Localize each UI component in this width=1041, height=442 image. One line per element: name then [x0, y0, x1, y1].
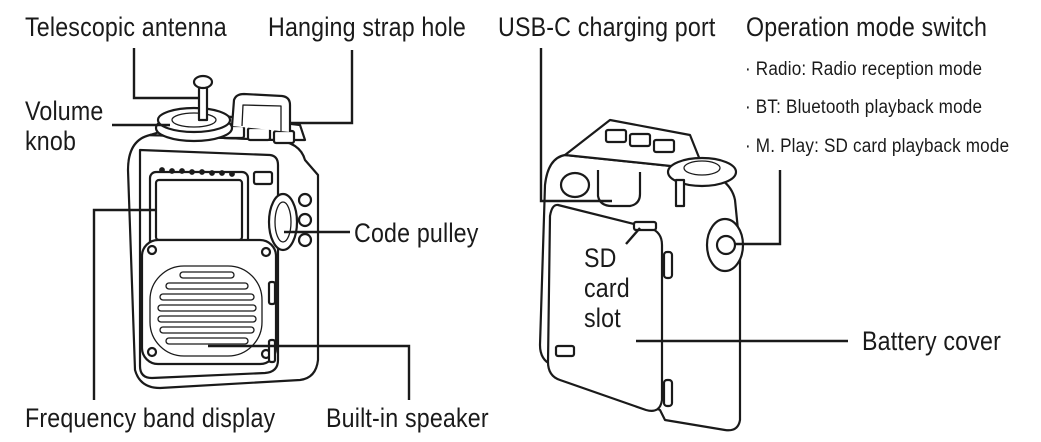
leader-lines [92, 48, 848, 400]
top-button [604, 128, 628, 144]
side-control [297, 192, 313, 208]
indicator-dot [209, 170, 215, 176]
label-hanging-strap-hole: Hanging strap hole [268, 12, 467, 42]
label-sd-card-slot-line3: slot [584, 303, 621, 333]
top-button [652, 138, 676, 154]
rear-x-knob [559, 171, 591, 199]
speaker-slot [165, 337, 249, 345]
indicator-dot [189, 169, 195, 175]
side-port [267, 280, 277, 306]
mode-switch-center [715, 234, 737, 256]
leader-sd-card-slot [625, 227, 641, 245]
antenna-tip [192, 74, 214, 90]
speaker-slot [159, 326, 255, 334]
side-port [662, 378, 674, 408]
label-sd-card-slot-line2: card [584, 273, 630, 303]
leader-built-in-speaker [208, 344, 411, 400]
mode-option-sd-card: · M. Play: SD card playback mode [745, 136, 1010, 157]
display-screen [154, 178, 244, 242]
antenna-stem [197, 84, 209, 122]
leader-telescopic-antenna [132, 48, 198, 100]
leader-hanging-strap-hole [290, 50, 354, 125]
label-telescopic-antenna: Telescopic antenna [25, 12, 227, 42]
label-frequency-band-display: Frequency band display [25, 403, 276, 433]
speaker-slot [159, 293, 255, 301]
side-port [267, 338, 277, 364]
label-sd-card-slot-line1: SD [584, 243, 617, 273]
volume-knob-ring [171, 112, 217, 128]
indicator-dot [229, 171, 235, 177]
radio-front-view [126, 74, 320, 390]
top-button [628, 132, 652, 148]
rear-antenna [674, 178, 686, 208]
battery-cover-panel [546, 203, 664, 412]
leader-operation-mode-switch [734, 170, 782, 246]
side-port [662, 250, 674, 280]
leader-frequency-band-display [92, 208, 156, 400]
indicator-dot [219, 170, 225, 176]
strap-loop-inner [241, 104, 282, 131]
base-foot [554, 344, 576, 358]
radio-rear-view [538, 118, 745, 432]
side-control [297, 212, 313, 228]
indicator-dot [179, 168, 185, 174]
side-button [252, 170, 274, 186]
speaker-slot [157, 304, 257, 312]
speaker-grille [157, 271, 257, 345]
side-control [297, 232, 313, 248]
speaker-slot [179, 271, 235, 279]
screw [146, 346, 158, 358]
label-code-pulley: Code pulley [354, 218, 479, 248]
indicator-dot [169, 168, 175, 174]
label-volume-knob-line2: knob [25, 126, 77, 156]
speaker-slot [157, 315, 257, 323]
screw [260, 246, 272, 258]
code-pulley-ridge [274, 201, 292, 243]
label-operation-mode-switch: Operation mode switch [746, 12, 988, 42]
speaker-slot [165, 282, 249, 290]
mode-option-bluetooth: · BT: Bluetooth playback mode [745, 97, 983, 118]
label-usb-c-charging-port: USB-C charging port [498, 12, 716, 42]
rear-volume-knob-ring [683, 160, 721, 176]
top-button [246, 126, 272, 142]
indicator-dot [159, 167, 165, 173]
sd-card-slot-opening [632, 220, 658, 232]
mode-option-radio: · Radio: Radio reception mode [745, 59, 983, 80]
label-battery-cover: Battery cover [862, 326, 1002, 356]
screw [146, 244, 158, 256]
indicator-dot [199, 169, 205, 175]
label-built-in-speaker: Built-in speaker [326, 403, 489, 433]
leader-usb-c-charging-port [539, 48, 612, 203]
top-button [272, 129, 296, 145]
label-volume-knob-line1: Volume [25, 96, 104, 126]
